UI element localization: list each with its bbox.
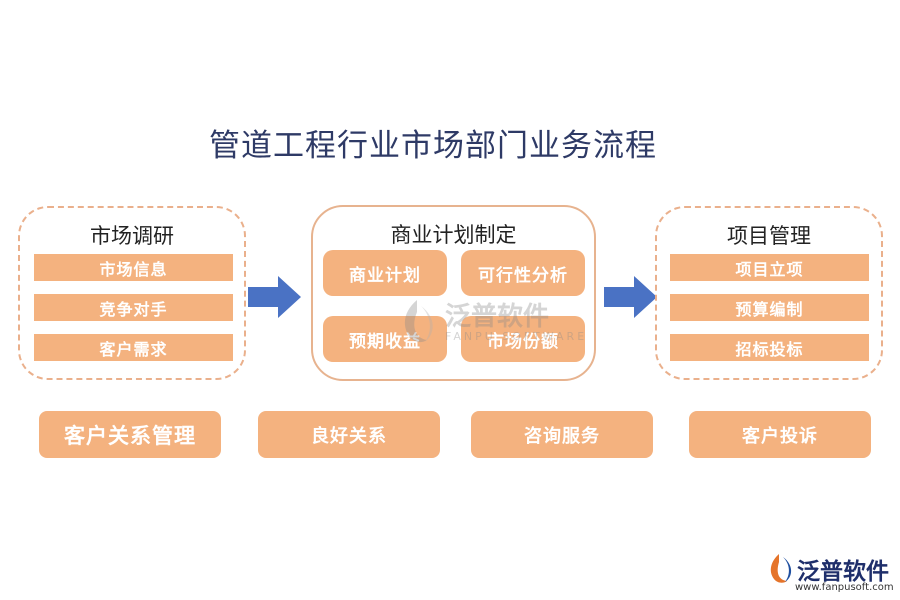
bidding-box: 招标投标	[670, 334, 869, 361]
project-management-title: 项目管理	[727, 224, 811, 248]
market-info-box: 市场信息	[34, 254, 233, 281]
consulting-box: 咨询服务	[471, 411, 653, 458]
expected-revenue-box: 预期收益	[323, 316, 447, 362]
good-relations-box: 良好关系	[258, 411, 440, 458]
business-plan-panel: 商业计划制定	[311, 205, 596, 381]
market-research-title: 市场调研	[90, 224, 174, 248]
business-plan-title: 商业计划制定	[390, 223, 517, 247]
competitor-box: 竞争对手	[34, 294, 233, 321]
business-plan-box: 商业计划	[323, 250, 447, 296]
market-research-panel: 市场调研	[18, 206, 246, 380]
market-share-box: 市场份额	[461, 316, 585, 362]
project-initiation-box: 项目立项	[670, 254, 869, 281]
right-arrow-icon	[604, 276, 657, 318]
budget-box: 预算编制	[670, 294, 869, 321]
page-title: 管道工程行业市场部门业务流程	[209, 128, 657, 164]
feasibility-box: 可行性分析	[461, 250, 585, 296]
logo-icon	[770, 554, 792, 583]
customer-demand-box: 客户需求	[34, 334, 233, 361]
logo-text: 泛普软件	[797, 559, 889, 585]
right-arrow-icon	[248, 276, 301, 318]
crm-box: 客户关系管理	[39, 411, 221, 458]
complaints-box: 客户投诉	[689, 411, 871, 458]
fanpu-logo: 泛普软件 www.fanpusoft.com	[765, 550, 900, 598]
logo-url: www.fanpusoft.com	[795, 582, 894, 593]
project-management-panel: 项目管理	[655, 206, 883, 380]
